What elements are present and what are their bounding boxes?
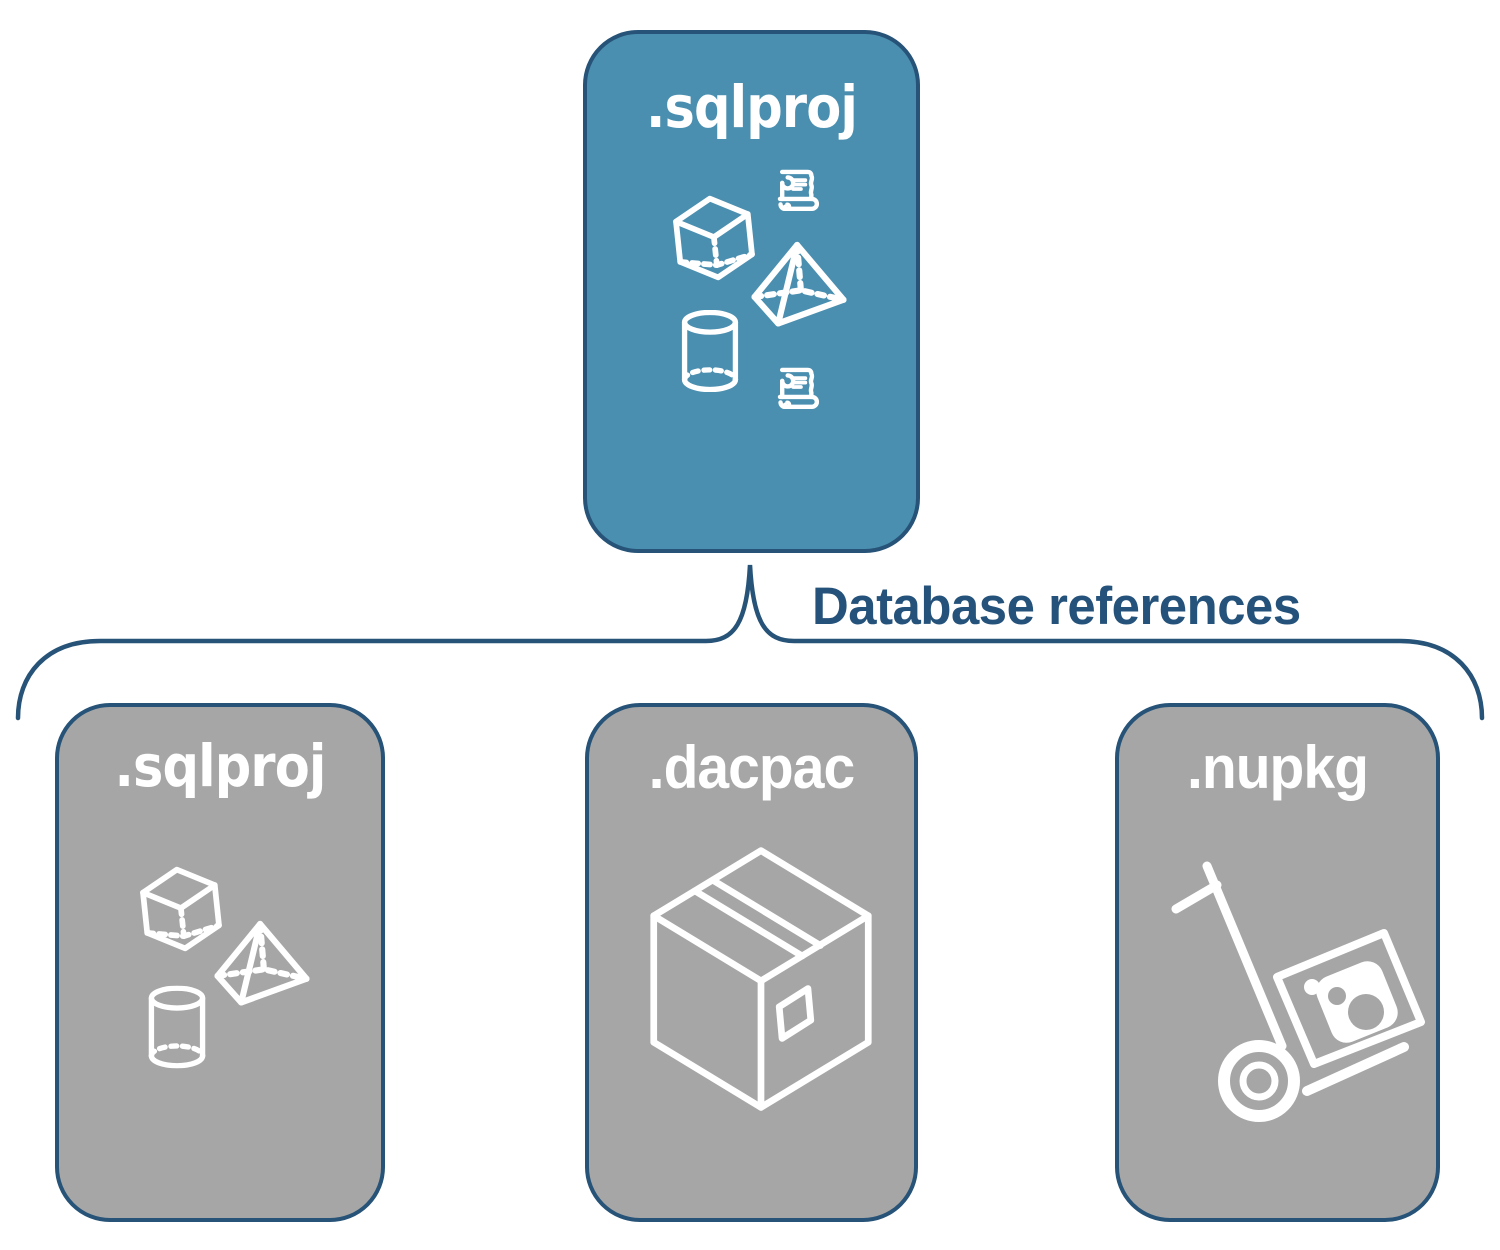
connector-label: Database references bbox=[812, 577, 1301, 636]
scroll-icon bbox=[769, 365, 824, 420]
node-title: .nupkg bbox=[1186, 734, 1369, 801]
cylinder-icon bbox=[676, 310, 744, 392]
scroll-icon bbox=[769, 167, 824, 222]
node-nupkg: .nupkg bbox=[1115, 703, 1440, 1222]
node-dacpac: .dacpac bbox=[585, 703, 918, 1222]
cylinder-icon bbox=[144, 985, 210, 1069]
node-sqlproj-child: .sqlproj bbox=[55, 703, 385, 1222]
nuget-hand-truck-icon bbox=[1171, 861, 1425, 1122]
node-title: .sqlproj bbox=[645, 73, 858, 141]
pyramid-icon bbox=[747, 240, 851, 335]
package-box-icon bbox=[646, 843, 876, 1115]
node-title: .sqlproj bbox=[114, 732, 326, 800]
node-sqlproj-top: .sqlproj bbox=[583, 30, 920, 553]
pyramid-icon bbox=[210, 919, 314, 1014]
node-title: .dacpac bbox=[648, 734, 856, 801]
